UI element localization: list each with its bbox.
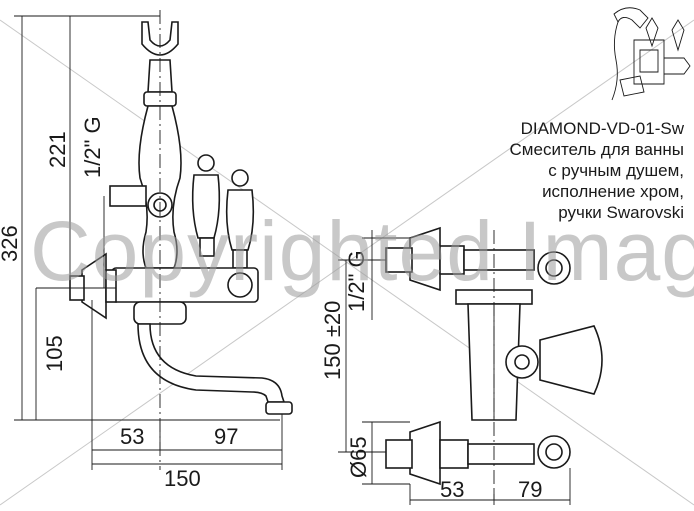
dim-height-total: 326 (0, 225, 22, 262)
dim-thread-left: 1/2" G (80, 116, 105, 178)
product-description-line: исполнение хром, (542, 182, 684, 201)
product-caption: DIAMOND-VD-01-Sw Смеситель для ванны с р… (510, 118, 684, 223)
dim-diameter: Ø65 (346, 436, 371, 478)
right-view-labels: 1/2" G 150 ±20 Ø65 53 79 (320, 250, 542, 502)
product-description-line: Смеситель для ванны (509, 140, 684, 159)
mixer-side-view (385, 226, 603, 500)
dim-thread-right: 1/2" G (344, 250, 369, 312)
dim-height-upper: 221 (45, 131, 70, 168)
watermark-text: Copyrighted Image (30, 204, 694, 298)
left-view-labels: 326 221 1/2" G 105 53 97 150 (0, 116, 238, 491)
dim-width-left: 53 (120, 424, 144, 449)
dim-width-right: 97 (214, 424, 238, 449)
watermark-lines (0, 19, 694, 506)
product-description-line: ручки Swarovski (558, 203, 684, 222)
dim-side-width-left: 53 (440, 477, 464, 502)
mixer-front-view (69, 10, 293, 470)
product-description-line: с ручным душем, (548, 161, 684, 180)
dim-center-distance: 150 ±20 (320, 301, 345, 380)
dim-side-width-right: 79 (518, 477, 542, 502)
dim-width-total: 150 (164, 466, 201, 491)
dim-height-lower: 105 (42, 335, 67, 372)
left-view-dimension-lines (14, 15, 283, 470)
product-thumbnail (611, 7, 691, 101)
product-model: DIAMOND-VD-01-Sw (520, 119, 684, 138)
right-view-dimension-lines (338, 230, 571, 505)
